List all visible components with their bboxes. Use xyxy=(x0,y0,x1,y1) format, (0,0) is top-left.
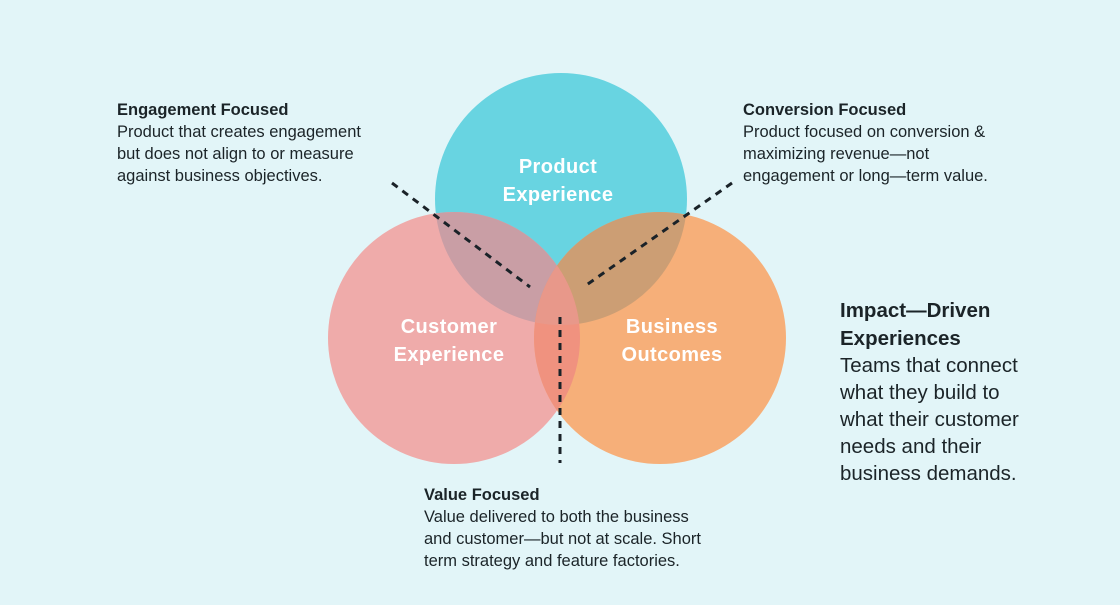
impact-body-line: what they build to xyxy=(840,381,1000,404)
conversion-body-line: maximizing revenue—not xyxy=(743,145,930,163)
engagement-body-line: but does not align to or measure xyxy=(117,145,354,163)
annotation-value-focused: Value Focused Value delivered to both th… xyxy=(424,484,701,572)
business-label-line1: Business xyxy=(625,316,719,338)
conversion-body-line: engagement or long—term value. xyxy=(743,167,988,185)
product-business-overlap xyxy=(534,212,687,325)
business-label-line2: Outcomes xyxy=(621,344,723,366)
conversion-body-line: Product focused on conversion & xyxy=(743,123,986,141)
engagement-body-line: against business objectives. xyxy=(117,167,323,185)
value-body-line: term strategy and feature factories. xyxy=(424,552,680,570)
customer-label-line1: Customer xyxy=(400,316,498,338)
product-label-line2: Experience xyxy=(502,184,614,206)
customer-circle-label: Customer Experience xyxy=(329,313,569,369)
conversion-connector-line xyxy=(584,181,733,288)
conversion-title: Conversion Focused xyxy=(743,101,907,119)
product-label-line1: Product xyxy=(518,156,598,178)
business-circle-label: Business Outcomes xyxy=(552,313,792,369)
impact-body-line: Teams that connect xyxy=(840,354,1018,377)
engagement-body-line: Product that creates engagement xyxy=(117,123,361,141)
value-body-line: Value delivered to both the business xyxy=(424,508,689,526)
engagement-title: Engagement Focused xyxy=(117,101,289,119)
annotation-conversion-focused: Conversion Focused Product focused on co… xyxy=(743,99,988,187)
customer-label-line2: Experience xyxy=(393,344,505,366)
engagement-connector-line xyxy=(391,181,531,289)
impact-body-line: needs and their xyxy=(840,435,982,458)
annotation-engagement-focused: Engagement Focused Product that creates … xyxy=(117,99,361,187)
value-body-line: and customer—but not at scale. Short xyxy=(424,530,701,548)
impact-title-line1: Impact—Driven xyxy=(840,299,991,322)
value-title: Value Focused xyxy=(424,486,540,504)
impact-body-line: business demands. xyxy=(840,462,1017,485)
product-customer-overlap xyxy=(435,212,580,325)
product-circle-label: Product Experience xyxy=(438,153,678,209)
impact-title-line2: Experiences xyxy=(840,326,961,350)
impact-body-line: what their customer xyxy=(840,408,1019,431)
annotation-impact-driven-experiences: Impact—Driven Experiences Teams that con… xyxy=(840,297,1019,487)
